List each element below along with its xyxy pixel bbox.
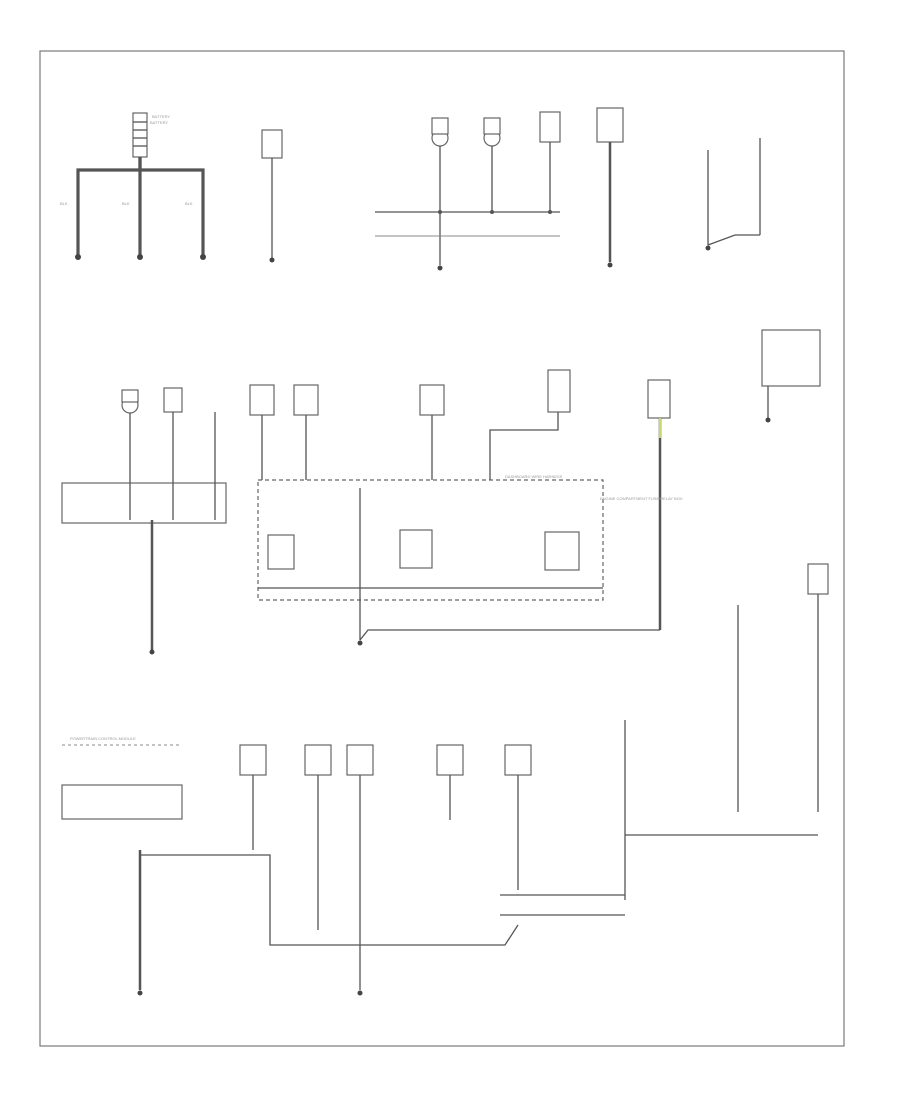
component-top-2 — [261, 129, 283, 263]
dashboard-harness-label: DASHBOARD WIRE HARNESS — [505, 474, 563, 479]
powertrain-control-module-label: POWERTRAIN CONTROL MODULE — [70, 736, 136, 741]
ground-icon — [200, 254, 206, 260]
component-top-5 — [705, 138, 761, 251]
ground-icon — [705, 245, 711, 251]
svg-text:BLK: BLK — [185, 201, 193, 206]
svg-text:BLK: BLK — [60, 201, 68, 206]
ground-icon — [75, 254, 81, 260]
splice-dot-icon — [548, 210, 552, 214]
battery-label: BATTERY — [150, 120, 168, 125]
svg-text:BATTERY: BATTERY — [152, 114, 170, 119]
bottom-section — [61, 720, 626, 996]
ground-icon — [149, 649, 155, 655]
middle-right-group — [625, 329, 829, 836]
ground-icon — [437, 265, 443, 271]
ground-icon — [765, 417, 771, 423]
component-top-3 — [375, 111, 561, 271]
fuse-relay-box-label: ENGINE COMPARTMENT FUSE/RELAY BOX — [600, 496, 683, 501]
component-top-4 — [596, 107, 624, 268]
splice-dot-icon — [490, 210, 494, 214]
ground-icon — [357, 640, 363, 646]
middle-center-module — [249, 369, 671, 646]
splice-dot-icon — [438, 210, 442, 214]
ground-icon — [607, 262, 613, 268]
connector-box-icon — [261, 129, 283, 159]
ground-icon — [137, 990, 143, 996]
battery-group: BATTERY BLK BLK BLK — [60, 112, 206, 260]
battery-icon — [132, 112, 148, 158]
svg-text:BLK: BLK — [122, 201, 130, 206]
middle-left-group — [61, 387, 227, 655]
ground-icon — [269, 257, 275, 263]
ground-icon — [137, 254, 143, 260]
diagram-frame — [39, 50, 845, 1047]
ground-icon — [357, 990, 363, 996]
